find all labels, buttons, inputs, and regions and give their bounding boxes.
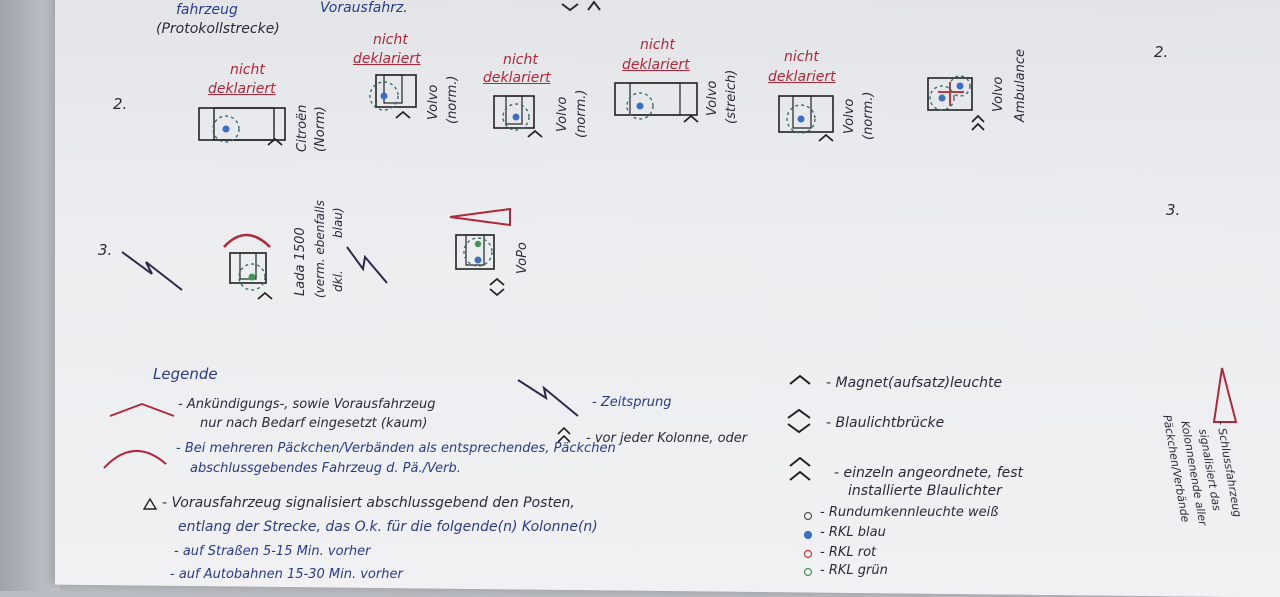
vehicle-volvo-4-sub: (norm.) <box>861 91 876 140</box>
vehicle-ambulance-sub: Ambulance <box>1013 48 1028 122</box>
header-fahrzeug: fahrzeug <box>176 2 238 18</box>
caret-up-icon <box>557 426 571 443</box>
legend-closing-line2: abschlussgebendes Fahrzeug d. Pä./Verb. <box>190 461 461 476</box>
undeclared-label-top: nicht <box>230 62 265 78</box>
legend-title: Legende <box>153 365 218 383</box>
legend-announce-line1: - Ankündigungs-, sowie Vorausfahrzeug <box>178 397 436 412</box>
vehicle-vopo-name: VoPo <box>515 242 530 274</box>
row-number-3-right: 3. <box>1166 201 1181 219</box>
vehicle-ambulance-name: Volvo <box>991 76 1006 112</box>
vehicle-volvo-2-icon <box>493 95 543 138</box>
row-number-2-right: 2. <box>1154 43 1169 61</box>
closing-vehicle-arc-icon <box>103 449 167 469</box>
closing-triangle-icon <box>1212 367 1238 423</box>
vehicle-lada-name: Lada 1500 <box>293 227 308 296</box>
undeclared-label-bottom: deklariert <box>353 51 421 67</box>
legend-rkl-gruen: - RKL grün <box>820 563 888 578</box>
vehicle-volvo-2-name: Volvo <box>555 96 570 132</box>
legend-rkl-blau: - RKL blau <box>820 525 886 540</box>
legend-einzeln-line2: installierte Blaulichter <box>848 483 1002 499</box>
vehicle-lada-sub3: dkl. <box>331 270 345 292</box>
undeclared-label-bottom: deklariert <box>622 57 690 73</box>
vehicle-volvo-3-sub: (streich) <box>724 69 739 124</box>
vehicle-lada-sub2: blau) <box>331 207 345 238</box>
vehicle-lada-sub1: (verm. ebenfalls <box>313 200 327 298</box>
legend-forward-line1: - Vorausfahrzeug signalisiert abschlussg… <box>162 495 575 511</box>
legend-zeitsprung: - Zeitsprung <box>592 395 672 410</box>
undeclared-label-top: nicht <box>784 49 819 65</box>
vehicle-citroen-sub: (Norm) <box>313 106 328 152</box>
legend-forward-line2: entlang der Strecke, das O.k. für die fo… <box>178 519 598 535</box>
undeclared-label-top: nicht <box>373 32 408 48</box>
time-jump-icon <box>121 251 183 291</box>
vehicle-ambulance-icon <box>927 75 985 131</box>
chevron-caret-icon <box>561 0 601 12</box>
vehicle-volvo-4-icon <box>778 95 834 142</box>
time-jump-icon <box>346 246 388 284</box>
vehicle-volvo-3-name: Volvo <box>705 80 720 116</box>
rkl-blue-icon <box>803 530 813 540</box>
vehicle-volvo-1-name: Volvo <box>426 84 441 120</box>
legend-closing-line1: - Bei mehreren Päckchen/Verbänden als en… <box>176 441 616 456</box>
legend-magnet: - Magnet(aufsatz)leuchte <box>826 375 1003 391</box>
legend-rkl-weiss: - Rundumkennleuchte weiß <box>820 505 999 520</box>
row-number-2-left: 2. <box>113 95 128 113</box>
undeclared-label-top: nicht <box>640 37 675 53</box>
undeclared-label-bottom: deklariert <box>768 69 836 85</box>
magnet-light-icon <box>789 374 811 385</box>
rkl-green-icon <box>803 567 813 577</box>
rkl-red-icon <box>803 549 813 559</box>
header-vorausfahrzeug: Vorausfahrz. <box>320 0 408 16</box>
vehicle-volvo-1-icon <box>369 74 417 119</box>
vehicle-vopo-icon <box>449 207 511 297</box>
single-lights-icon <box>789 456 811 481</box>
vehicle-volvo-2-sub: (norm.) <box>574 89 589 138</box>
lightbar-icon <box>787 408 811 434</box>
legend-announce-line2: nur nach Bedarf eingesetzt (kaum) <box>200 416 428 431</box>
legend-forward-line4: - auf Autobahnen 15-30 Min. vorher <box>170 567 403 582</box>
row-number-3-left: 3. <box>98 241 113 259</box>
time-jump-icon <box>517 379 579 417</box>
undeclared-label-bottom: deklariert <box>483 70 551 86</box>
vehicle-volvo-1-sub: (norm.) <box>445 75 460 124</box>
vehicle-volvo-3-icon <box>614 82 699 123</box>
legend-bruecke: - Blaulichtbrücke <box>826 415 945 431</box>
header-protokollstrecke: (Protokollstrecke) <box>156 21 280 37</box>
vehicle-lada-icon <box>223 233 273 300</box>
rkl-white-icon <box>803 511 813 521</box>
legend-forward-line3: - auf Straßen 5-15 Min. vorher <box>174 544 371 559</box>
table-background <box>0 0 60 591</box>
vehicle-citroen-name: Citroën <box>295 104 310 152</box>
legend-rkl-rot: - RKL rot <box>820 545 877 560</box>
legend-einzeln-line1: - einzeln angeordnete, fest <box>834 465 1024 481</box>
legend-kolonne: - vor jeder Kolonne, oder <box>586 431 748 446</box>
undeclared-label-top: nicht <box>503 52 538 68</box>
vehicle-volvo-4-name: Volvo <box>842 98 857 134</box>
announce-vehicle-icon <box>109 403 175 417</box>
vehicle-citroen-icon <box>198 107 286 146</box>
triangle-icon <box>142 497 158 510</box>
undeclared-label-bottom: deklariert <box>208 81 276 97</box>
